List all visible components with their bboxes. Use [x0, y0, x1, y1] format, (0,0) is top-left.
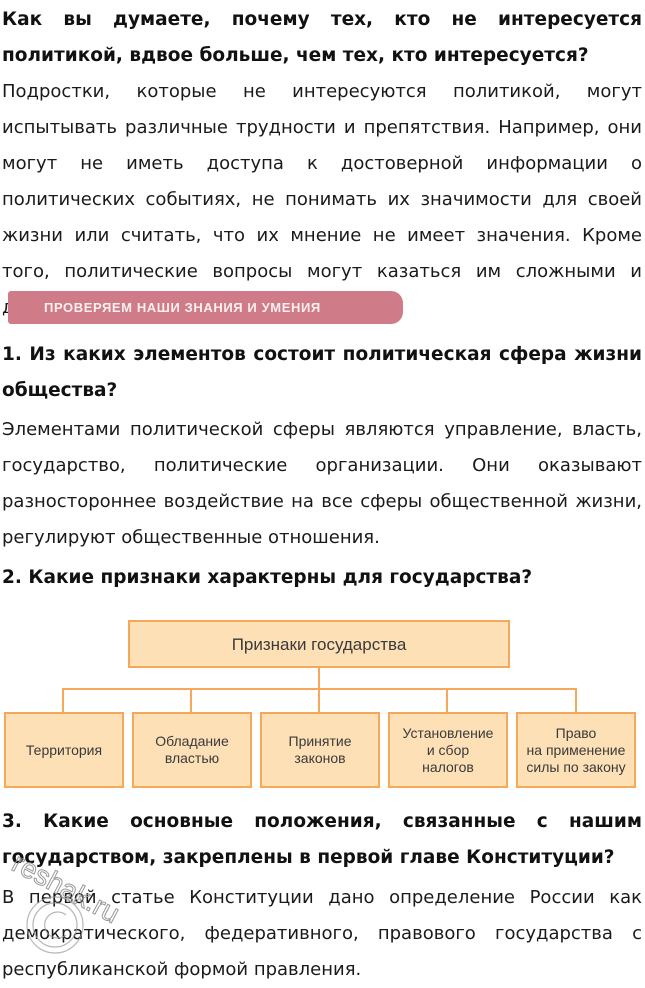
- diagram-item-laws: Принятие законов: [260, 712, 380, 788]
- question-2: 2. Какие признаки характерны для государ…: [2, 567, 533, 588]
- intro-answer: Подростки, которые не интересуются полит…: [2, 81, 642, 318]
- diagram-item-force: Право на применение силы по закону: [516, 712, 636, 788]
- connector-vertical-main: [318, 668, 320, 690]
- answer-1: Элементами политической сферы являются у…: [2, 419, 642, 548]
- diagram-item-taxes: Установление и сбор налогов: [388, 712, 508, 788]
- answer-3: В первой статье Конституции дано определ…: [2, 887, 642, 980]
- connector-1: [62, 688, 64, 712]
- question-1: 1. Из каких элементов состоит политическ…: [2, 344, 642, 401]
- section-banner-label: ПРОВЕРЯЕМ НАШИ ЗНАНИЯ И УМЕНИЯ: [44, 300, 321, 315]
- section-banner: ПРОВЕРЯЕМ НАШИ ЗНАНИЯ И УМЕНИЯ: [8, 291, 403, 324]
- diagram-title-box: Признаки государства: [128, 620, 510, 668]
- diagram-item-power: Обладание властью: [132, 712, 252, 788]
- diagram-item-territory: Территория: [4, 712, 124, 788]
- question-3: 3. Какие основные положения, связанные с…: [2, 811, 642, 868]
- connector-2: [190, 688, 192, 712]
- connector-3: [318, 688, 320, 712]
- state-features-diagram: Признаки государства Территория Обладани…: [0, 610, 645, 790]
- intro-question: Как вы думаете, почему тех, кто не интер…: [2, 9, 642, 66]
- connector-4: [446, 688, 448, 712]
- connector-5: [575, 688, 577, 712]
